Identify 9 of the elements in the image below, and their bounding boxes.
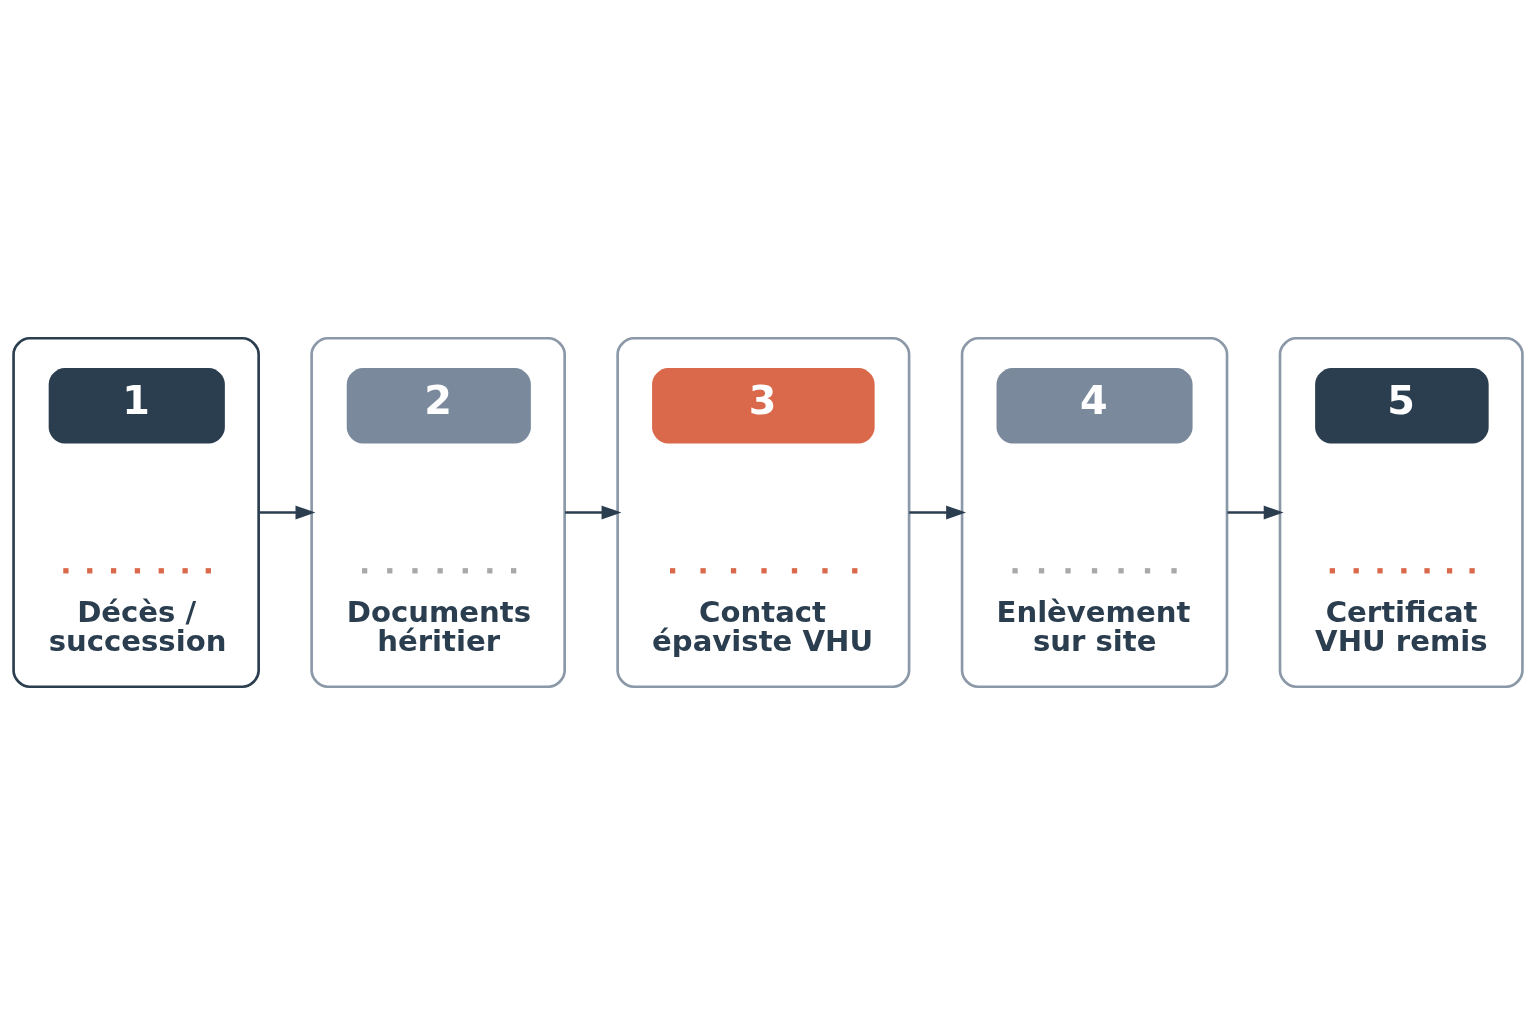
node-box: 5 Certificat VHU remis [1278, 336, 1524, 688]
node-box: 1 Décès / succession [12, 336, 260, 688]
arrow [258, 505, 316, 519]
arrow [1227, 505, 1284, 519]
arrow [909, 505, 967, 519]
arrow [565, 505, 622, 519]
node-box: 2 Documents héritier [310, 336, 566, 688]
node-box: 4 Enlèvement sur site [960, 336, 1229, 688]
node-box: 3 Contact épaviste VHU [616, 336, 911, 688]
